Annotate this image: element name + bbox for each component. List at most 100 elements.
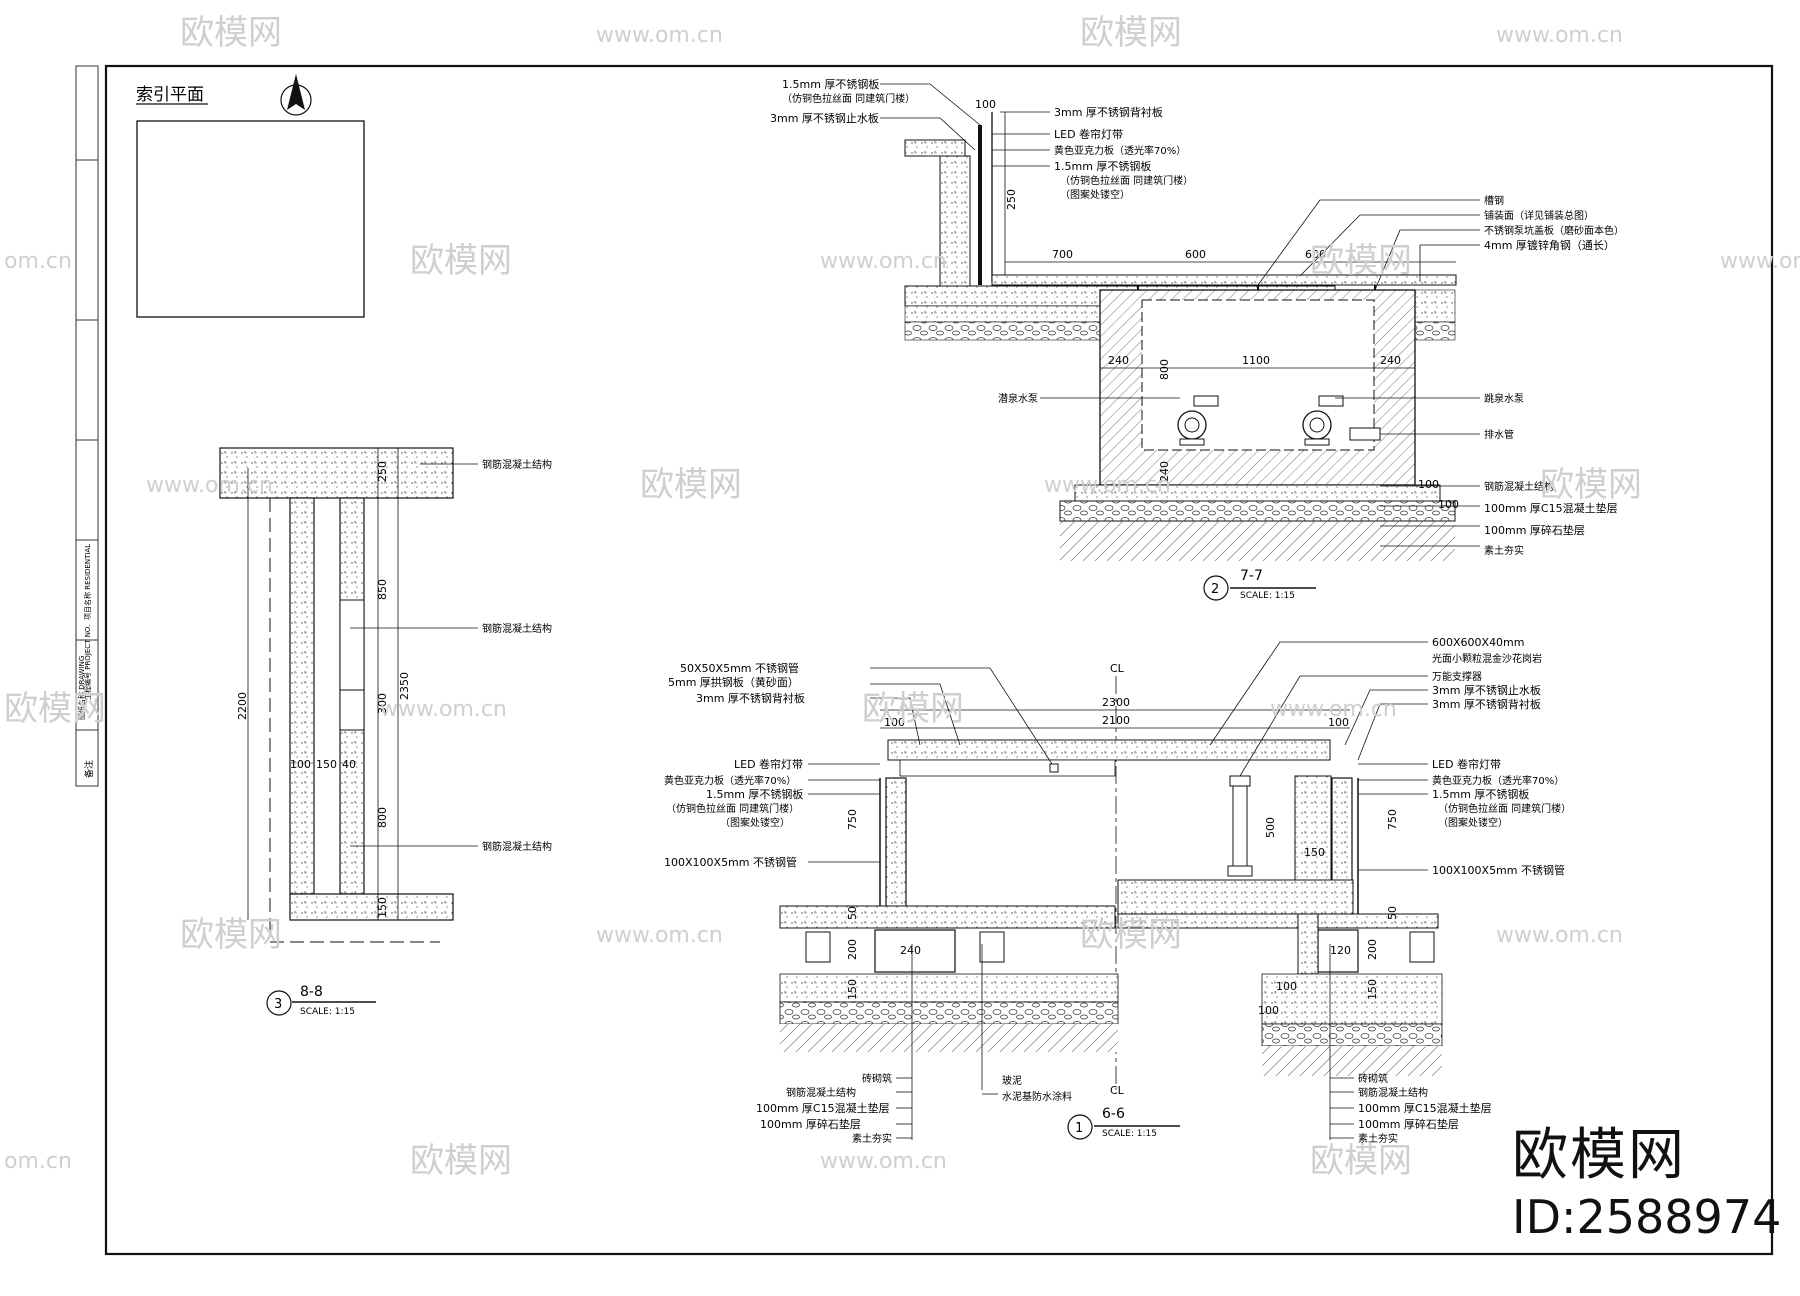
pump-left-icon: [1177, 395, 1219, 446]
sec66-bm-2: 水泥基防水涂料: [1002, 1090, 1072, 1103]
sec66-note-tl-3: 3mm 厚不锈钢背衬板: [696, 691, 805, 705]
sec66-dim-150c: 150: [1366, 979, 1379, 1000]
sec66-dim-200b: 200: [1366, 939, 1379, 960]
sec66-note-r-5: （图案处镂空）: [1438, 816, 1508, 829]
sec88-label-3: 钢筋混凝土结构: [482, 840, 552, 853]
sec77-pump-right-label: 跳泉水泵: [1484, 392, 1524, 405]
sec66-bl-1: 砖砌筑: [862, 1072, 892, 1085]
sec88-dim-850: 850: [376, 579, 389, 600]
sec77-layer-2: 100mm 厚C15混凝土垫层: [1484, 501, 1618, 515]
watermark-brand-6: 欧模网: [1540, 465, 1642, 505]
sec66-dim-100c: 100: [1276, 980, 1297, 993]
watermark-site-10: www.om.cn: [1496, 923, 1623, 948]
sec88-dim-40: 40: [342, 758, 356, 771]
sec66-br-1: 砖砌筑: [1358, 1072, 1388, 1085]
sec66-note-l-4: （仿铜色拉丝面 同建筑门楼）: [666, 802, 799, 815]
title-block-line-3: 图纸名称 DRAWING: [77, 656, 86, 720]
sec66-note-l-2: 黄色亚克力板（透光率70%）: [664, 774, 796, 787]
sec88-dim-800: 800: [376, 807, 389, 828]
sec66-br-3: 100mm 厚C15混凝土垫层: [1358, 1101, 1492, 1115]
sec77-scale: SCALE: 1:15: [1240, 591, 1295, 601]
sec66-bl-5: 素土夯实: [852, 1132, 892, 1145]
sec77-dim-240b: 240: [1380, 354, 1401, 367]
sec66-number: 1: [1075, 1121, 1083, 1136]
sec66-dim-500: 500: [1264, 817, 1277, 838]
watermark-brand-11: 欧模网: [410, 1141, 512, 1181]
sec66-bm-1: 玻泥: [1002, 1074, 1022, 1087]
sec66-note-tr-4: 3mm 厚不锈钢止水板: [1432, 683, 1541, 697]
sec88-dim-100: 100: [290, 758, 311, 771]
sec66-dim-240: 240: [900, 944, 921, 957]
sec77-layer-1: 钢筋混凝土结构: [1484, 480, 1554, 493]
sec77-note-mid-6: （图案处镂空）: [1060, 188, 1130, 201]
sec66-dim-750b: 750: [1386, 809, 1399, 830]
sec66-dim-50a: 50: [846, 906, 859, 920]
sec77-dim-1100: 1100: [1242, 354, 1270, 367]
sec77-dim-600b: 600: [1305, 248, 1326, 261]
sec77-layer-3: 100mm 厚碎石垫层: [1484, 523, 1585, 537]
sec66-br-4: 100mm 厚碎石垫层: [1358, 1117, 1459, 1131]
section-7-7: 700 600 600 100 250 240 1100 240 800 240…: [770, 77, 1624, 601]
pump-right-icon: [1302, 395, 1344, 446]
sec77-note-mid-3: 黄色亚克力板（透光率70%）: [1054, 144, 1186, 157]
sec77-note-right-2: 铺装面（详见铺装总图）: [1484, 209, 1594, 222]
sec88-dim-300: 300: [376, 693, 389, 714]
watermark-site-6: www.om.cn: [1044, 473, 1171, 498]
sec88-name: 8-8: [300, 984, 323, 1000]
sec88-scale: SCALE: 1:15: [300, 1007, 355, 1017]
support-row: [805, 931, 1435, 963]
sec66-note-tr-5: 3mm 厚不锈钢背衬板: [1432, 697, 1541, 711]
watermark-short-2: om.cn: [4, 1149, 72, 1174]
sec66-note-l-5: （图案处镂空）: [720, 816, 790, 829]
sec77-note-left-3: 3mm 厚不锈钢止水板: [770, 111, 879, 125]
sec77-note-right-3: 不锈钢泵坑盖板（磨砂面本色）: [1484, 224, 1624, 237]
title-block-line-1: 项目名称 RESIDENTIAL: [83, 544, 92, 620]
sec66-bl-3: 100mm 厚C15混凝土垫层: [756, 1101, 890, 1115]
watermark-id: ID:2588974: [1512, 1190, 1782, 1244]
sec66-dim-150a: 150: [1304, 846, 1325, 859]
index-plan: 索引平面: [136, 74, 365, 318]
sec77-dim-100c: 100: [1438, 498, 1459, 511]
watermark-site-9: www.om.cn: [596, 923, 723, 948]
sec66-scale: SCALE: 1:15: [1102, 1129, 1157, 1139]
sec77-dim-240c: 240: [1158, 461, 1171, 482]
sec77-note-left-2: （仿铜色拉丝面 同建筑门楼）: [782, 92, 915, 105]
sec66-note-r-2: 黄色亚克力板（透光率70%）: [1432, 774, 1564, 787]
sec88-label-1: 钢筋混凝土结构: [482, 458, 552, 471]
sec77-number: 2: [1211, 582, 1219, 597]
sec66-note-r-3: 1.5mm 厚不锈钢板: [1432, 787, 1529, 801]
sec88-label-2: 钢筋混凝土结构: [482, 622, 552, 635]
sheet-frame: [104, 64, 1774, 1256]
sec66-dim-2300: 2300: [1102, 696, 1130, 709]
watermark-site-4: www.om.cn: [1720, 249, 1800, 274]
title-block-line-2: 工程编号 PROJECT NO.: [83, 625, 92, 700]
sec66-br-2: 钢筋混凝土结构: [1358, 1086, 1428, 1099]
sec77-note-mid-5: （仿铜色拉丝面 同建筑门楼）: [1060, 174, 1193, 187]
sec77-note-mid-1: 3mm 厚不锈钢背衬板: [1054, 105, 1163, 119]
title-block-line-4: 备注: [83, 760, 95, 778]
sec66-dim-2100: 2100: [1102, 714, 1130, 727]
watermark-short-1: om.cn: [4, 249, 72, 274]
sec66-note-tl-1: 50X50X5mm 不锈钢管: [680, 661, 799, 675]
sec88-dim-150: 150: [376, 897, 389, 918]
watermark-logo: 欧模网: [1512, 1123, 1686, 1188]
sec66-dim-750a: 750: [846, 809, 859, 830]
sec66-dim-50b: 50: [1386, 906, 1399, 920]
sec66-note-r-1: LED 卷帘灯带: [1432, 757, 1501, 771]
sec66-dim-150b: 150: [846, 979, 859, 1000]
sec66-note-tl-2: 5mm 厚拱钢板（黄砂面）: [668, 675, 799, 689]
sec88-dim-2350: 2350: [398, 672, 411, 700]
watermark-layer: 欧模网 www.om.cn 欧模网 www.om.cn om.cn 欧模网 ww…: [4, 13, 1800, 1181]
sec66-note-l-6: 100X100X5mm 不锈钢管: [664, 855, 797, 869]
title-block: 项目名称 RESIDENTIAL 工程编号 PROJECT NO. 图纸名称 D…: [75, 65, 99, 787]
sec77-note-mid-4: 1.5mm 厚不锈钢板: [1054, 159, 1151, 173]
watermark-brand-10: 欧模网: [1080, 915, 1182, 955]
watermark-brand-2: 欧模网: [1080, 13, 1182, 53]
sec77-dim-800: 800: [1158, 359, 1171, 380]
sec77-note-mid-2: LED 卷帘灯带: [1054, 127, 1123, 141]
watermark-brand-1: 欧模网: [180, 13, 282, 53]
watermark-site-11: www.om.cn: [820, 1149, 947, 1174]
index-plan-box: [136, 120, 365, 318]
sec77-note-right-1: 槽钢: [1484, 194, 1504, 207]
sec66-cl-bottom: CL: [1110, 1084, 1125, 1097]
